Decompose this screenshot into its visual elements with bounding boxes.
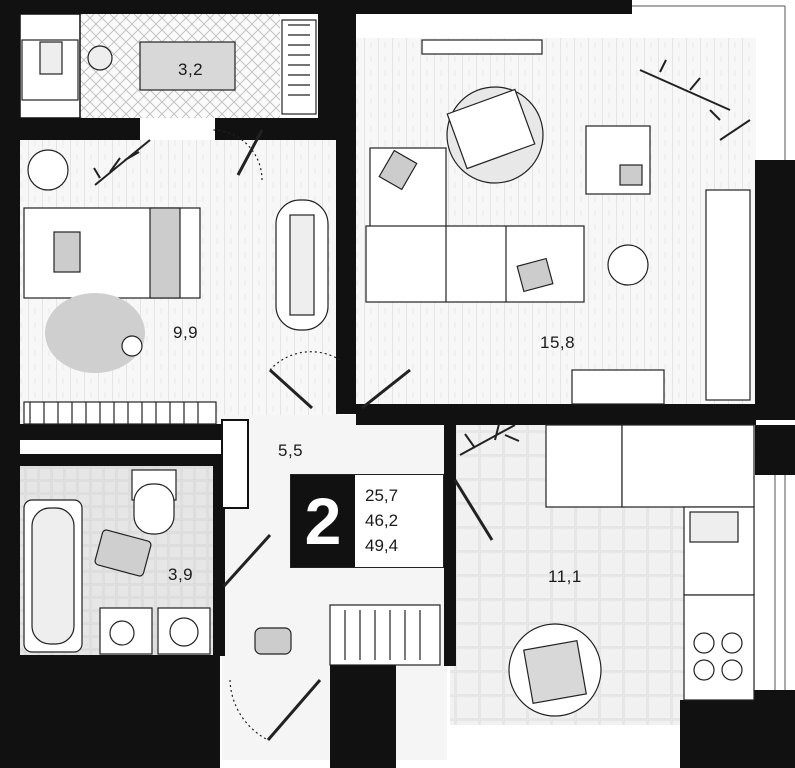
bedroom-furniture [23,149,329,425]
kitchen-area-label: 11,1 [548,567,582,586]
hallway-furniture [254,604,441,666]
living-area-value: 25,7 [365,486,399,505]
bedroom-area-label: 9,9 [173,323,199,342]
kitchen-plant-icon [459,423,520,456]
bathroom-fixtures [23,469,211,655]
apartment-info-box: 2 25,7 46,2 49,4 [290,474,444,568]
balcony-area-label: 3,2 [178,60,204,79]
room-count-badge: 2 [291,475,355,567]
total-area-value: 46,2 [365,511,399,530]
living-room-furniture [365,39,751,405]
area-summary: 25,7 46,2 49,4 [365,483,398,558]
balcony-desk [21,19,317,115]
living-room-area-label: 15,8 [540,333,576,352]
bedroom-plant-icon [93,139,151,186]
living-room-plant-icon [639,59,751,141]
windows [632,5,786,690]
total-area-with-balcony-value: 49,4 [365,536,399,555]
hallway-area-label: 5,5 [278,441,304,460]
kitchen-fixtures [508,424,755,717]
bathroom-area-label: 3,9 [168,565,194,584]
doors [211,129,494,741]
interior-walls [19,404,756,666]
